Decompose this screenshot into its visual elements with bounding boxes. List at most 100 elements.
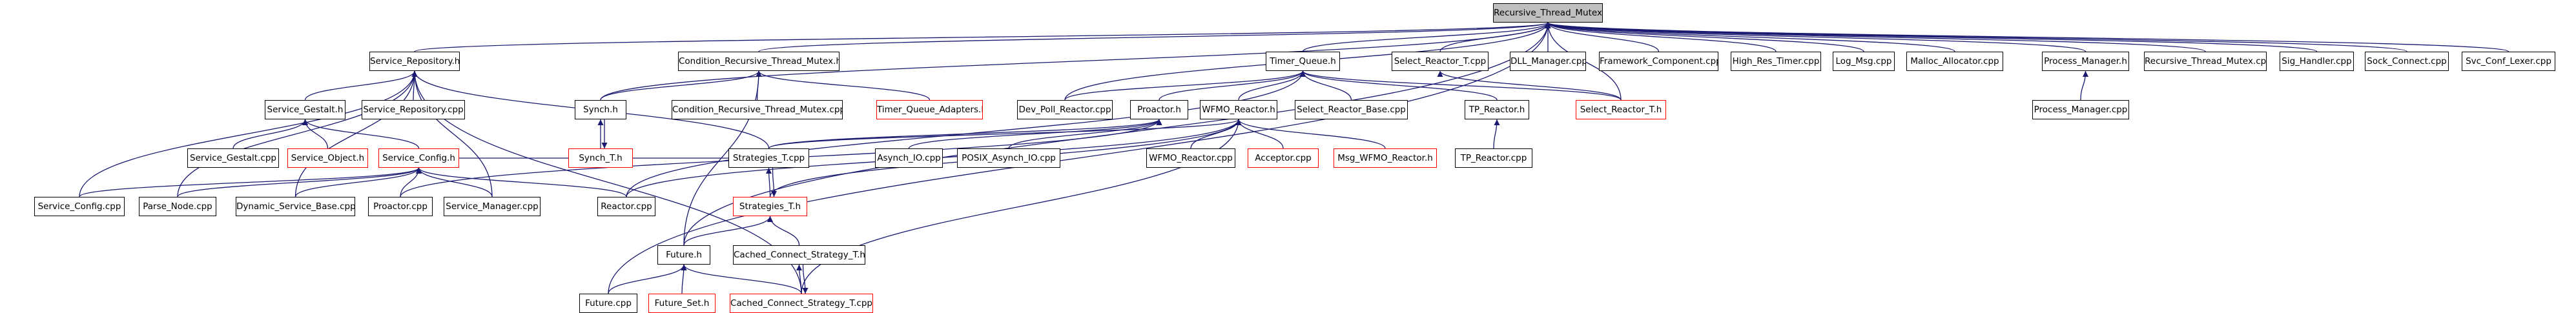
edge-cached-connect-strategy-t-h-to-strategies-t-h: [767, 216, 800, 246]
edge-dynamic-service-base-cpp-to-service-repository-h: [294, 70, 418, 197]
edge-parse-node-cpp-to-service-config-h: [177, 167, 422, 197]
node-proactor-cpp[interactable]: Proactor.cpp: [368, 197, 433, 216]
edge-service-manager-cpp-to-service-repository-h: [411, 70, 493, 197]
node-service-object-h[interactable]: Service_Object.h: [287, 148, 368, 168]
edge-select-reactor-t-h-to-timer-queue-h: [1300, 70, 1622, 101]
node-cond-rec-mutex-h[interactable]: Condition_Recursive_Thread_Mutex.h: [678, 52, 840, 71]
node-wfmo-reactor-h[interactable]: WFMO_Reactor.h: [1200, 100, 1277, 119]
node-synch-t-h[interactable]: Synch_T.h: [568, 148, 633, 168]
node-cached-connect-strategy-t-cpp[interactable]: Cached_Connect_Strategy_T.cpp: [730, 294, 873, 313]
edge-asynch-io-cpp-to-proactor-h: [908, 119, 1162, 149]
edge-service-config-h-to-service-gestalt-h: [302, 119, 420, 149]
node-root[interactable]: Recursive_Thread_Mutex.h: [1493, 3, 1603, 23]
edge-dev-poll-reactor-cpp-to-timer-queue-h: [1064, 70, 1306, 101]
edge-malloc-allocator-cpp-to-root: [1545, 22, 1955, 52]
node-reactor-cpp[interactable]: Reactor.cpp: [597, 197, 655, 216]
node-wfmo-reactor-cpp[interactable]: WFMO_Reactor.cpp: [1146, 148, 1235, 168]
edge-cached-connect-strategy-t-h-to-cached-connect-strategy-t-cpp: [802, 264, 809, 294]
edge-synch-h-to-cond-rec-mutex-h: [600, 70, 762, 101]
node-framework-component-cpp[interactable]: Framework_Component.cpp: [1599, 52, 1718, 71]
node-process-manager-cpp[interactable]: Process_Manager.cpp: [2032, 100, 2129, 119]
node-service-config-h[interactable]: Service_Config.h: [378, 148, 459, 168]
node-future-cpp[interactable]: Future.cpp: [579, 294, 637, 313]
node-cached-connect-strategy-t-h[interactable]: Cached_Connect_Strategy_T.h: [733, 245, 865, 265]
edge-select-reactor-t-h-to-select-reactor-t-cpp: [1437, 70, 1622, 101]
node-posix-asynch-io-cpp[interactable]: POSIX_Asynch_IO.cpp: [957, 148, 1060, 168]
edge-future-h-to-strategies-t-h: [683, 216, 773, 246]
edge-strategies-t-cpp-to-strategies-t-h: [770, 167, 778, 197]
node-malloc-allocator-cpp[interactable]: Malloc_Allocator.cpp: [1906, 52, 2003, 71]
edge-cached-connect-strategy-t-cpp-to-cached-connect-strategy-t-h: [796, 264, 803, 294]
edge-parse-node-cpp-to-service-repository-h: [177, 70, 418, 197]
edge-timer-queue-adapters-h-to-cond-rec-mutex-h: [756, 70, 931, 101]
node-msg-wfmo-reactor-h[interactable]: Msg_WFMO_Reactor.h: [1334, 148, 1437, 168]
node-select-reactor-t-h[interactable]: Select_Reactor_T.h: [1576, 100, 1666, 119]
edge-framework-component-cpp-to-root: [1545, 22, 1660, 52]
edge-recursive-thread-mutex-cpp-to-root: [1545, 22, 2206, 52]
node-high-res-timer-cpp[interactable]: High_Res_Timer.cpp: [1731, 52, 1821, 71]
edge-wfmo-reactor-cpp-to-wfmo-reactor-h: [1190, 119, 1242, 149]
edge-service-config-cpp-to-service-config-h: [79, 167, 422, 197]
edge-future-cpp-to-root: [608, 22, 1551, 294]
node-parse-node-cpp[interactable]: Parse_Node.cpp: [139, 197, 216, 216]
node-strategies-t-cpp[interactable]: Strategies_T.cpp: [728, 148, 809, 168]
edge-service-gestalt-h-to-service-repository-h: [304, 70, 418, 101]
edge-process-manager-h-to-root: [1545, 22, 2087, 52]
node-svc-conf-lexer-cpp[interactable]: Svc_Conf_Lexer.cpp: [2462, 52, 2555, 71]
node-future-h[interactable]: Future.h: [657, 245, 710, 265]
edge-acceptor-cpp-to-wfmo-reactor-h: [1235, 119, 1284, 149]
node-strategies-t-h[interactable]: Strategies_T.h: [733, 197, 807, 216]
edge-process-manager-cpp-to-process-manager-h: [2080, 70, 2089, 101]
node-synch-h[interactable]: Synch.h: [575, 100, 626, 119]
node-service-repository-cpp[interactable]: Service_Repository.cpp: [362, 100, 465, 119]
edge-strategies-t-cpp-to-wfmo-reactor-h: [768, 119, 1242, 149]
node-sock-connect-cpp[interactable]: Sock_Connect.cpp: [2365, 52, 2449, 71]
edge-dynamic-service-base-cpp-to-service-config-h: [294, 167, 422, 197]
edge-cached-connect-strategy-t-cpp-to-future-h: [681, 264, 802, 294]
node-select-reactor-base-cpp[interactable]: Select_Reactor_Base.cpp: [1295, 100, 1408, 119]
edge-sock-connect-cpp-to-root: [1545, 22, 2407, 52]
edge-synch-h-to-root: [600, 22, 1551, 101]
node-dynamic-service-base-cpp[interactable]: Dynamic_Service_Base.cpp: [236, 197, 355, 216]
edge-cached-connect-strategy-t-cpp-to-wfmo-reactor-h: [801, 119, 1242, 294]
edge-high-res-timer-cpp-to-root: [1545, 22, 1777, 52]
edge-tp-reactor-cpp-to-tp-reactor-h: [1493, 119, 1500, 149]
node-tp-reactor-cpp[interactable]: TP_Reactor.cpp: [1455, 148, 1532, 168]
edge-future-set-h-to-future-h: [681, 264, 687, 294]
node-asynch-io-cpp[interactable]: Asynch_IO.cpp: [875, 148, 943, 168]
edge-strategies-t-cpp-to-proactor-h: [768, 119, 1162, 149]
node-recursive-thread-mutex-cpp[interactable]: Recursive_Thread_Mutex.cpp: [2144, 52, 2267, 71]
node-acceptor-cpp[interactable]: Acceptor.cpp: [1248, 148, 1319, 168]
edge-service-gestalt-cpp-to-service-gestalt-h: [232, 119, 309, 149]
node-select-reactor-t-cpp[interactable]: Select_Reactor_T.cpp: [1392, 52, 1489, 71]
edge-posix-asynch-io-cpp-to-proactor-h: [1008, 119, 1162, 149]
node-service-gestalt-cpp[interactable]: Service_Gestalt.cpp: [187, 148, 279, 168]
node-cond-rec-mutex-cpp[interactable]: Condition_Recursive_Thread_Mutex.cpp: [672, 100, 843, 119]
node-service-gestalt-h[interactable]: Service_Gestalt.h: [265, 100, 345, 119]
edge-service-config-cpp-to-service-repository-h: [79, 70, 418, 197]
node-future-set-h[interactable]: Future_Set.h: [648, 294, 716, 313]
node-service-manager-cpp[interactable]: Service_Manager.cpp: [444, 197, 541, 216]
node-proactor-h[interactable]: Proactor.h: [1130, 100, 1188, 119]
edge-service-manager-cpp-to-service-config-h: [415, 167, 493, 197]
edge-timer-queue-h-to-root: [1302, 22, 1551, 52]
edge-strategies-t-h-to-strategies-t-cpp: [765, 167, 772, 197]
edge-future-cpp-to-future-h: [608, 264, 687, 294]
node-service-repository-h[interactable]: Service_Repository.h: [369, 52, 460, 71]
node-timer-queue-adapters-h[interactable]: Timer_Queue_Adapters.h: [876, 100, 983, 119]
edge-cond-rec-mutex-h-to-root: [758, 22, 1551, 52]
edge-svc-conf-lexer-cpp-to-root: [1545, 22, 2509, 52]
edge-log-msg-cpp-to-root: [1545, 22, 1864, 52]
edge-reactor-cpp-to-service-config-h: [416, 167, 627, 197]
edge-proactor-h-to-timer-queue-h: [1159, 70, 1306, 101]
node-service-config-cpp[interactable]: Service_Config.cpp: [34, 197, 125, 216]
node-sig-handler-cpp[interactable]: Sig_Handler.cpp: [2280, 52, 2354, 71]
node-tp-reactor-h[interactable]: TP_Reactor.h: [1465, 100, 1529, 119]
node-process-manager-h[interactable]: Process_Manager.h: [2042, 52, 2129, 71]
node-dll-manager-cpp[interactable]: DLL_Manager.cpp: [1510, 52, 1586, 71]
node-dev-poll-reactor-cpp[interactable]: Dev_Poll_Reactor.cpp: [1017, 100, 1113, 119]
node-log-msg-cpp[interactable]: Log_Msg.cpp: [1833, 52, 1895, 71]
node-timer-queue-h[interactable]: Timer_Queue.h: [1266, 52, 1340, 71]
